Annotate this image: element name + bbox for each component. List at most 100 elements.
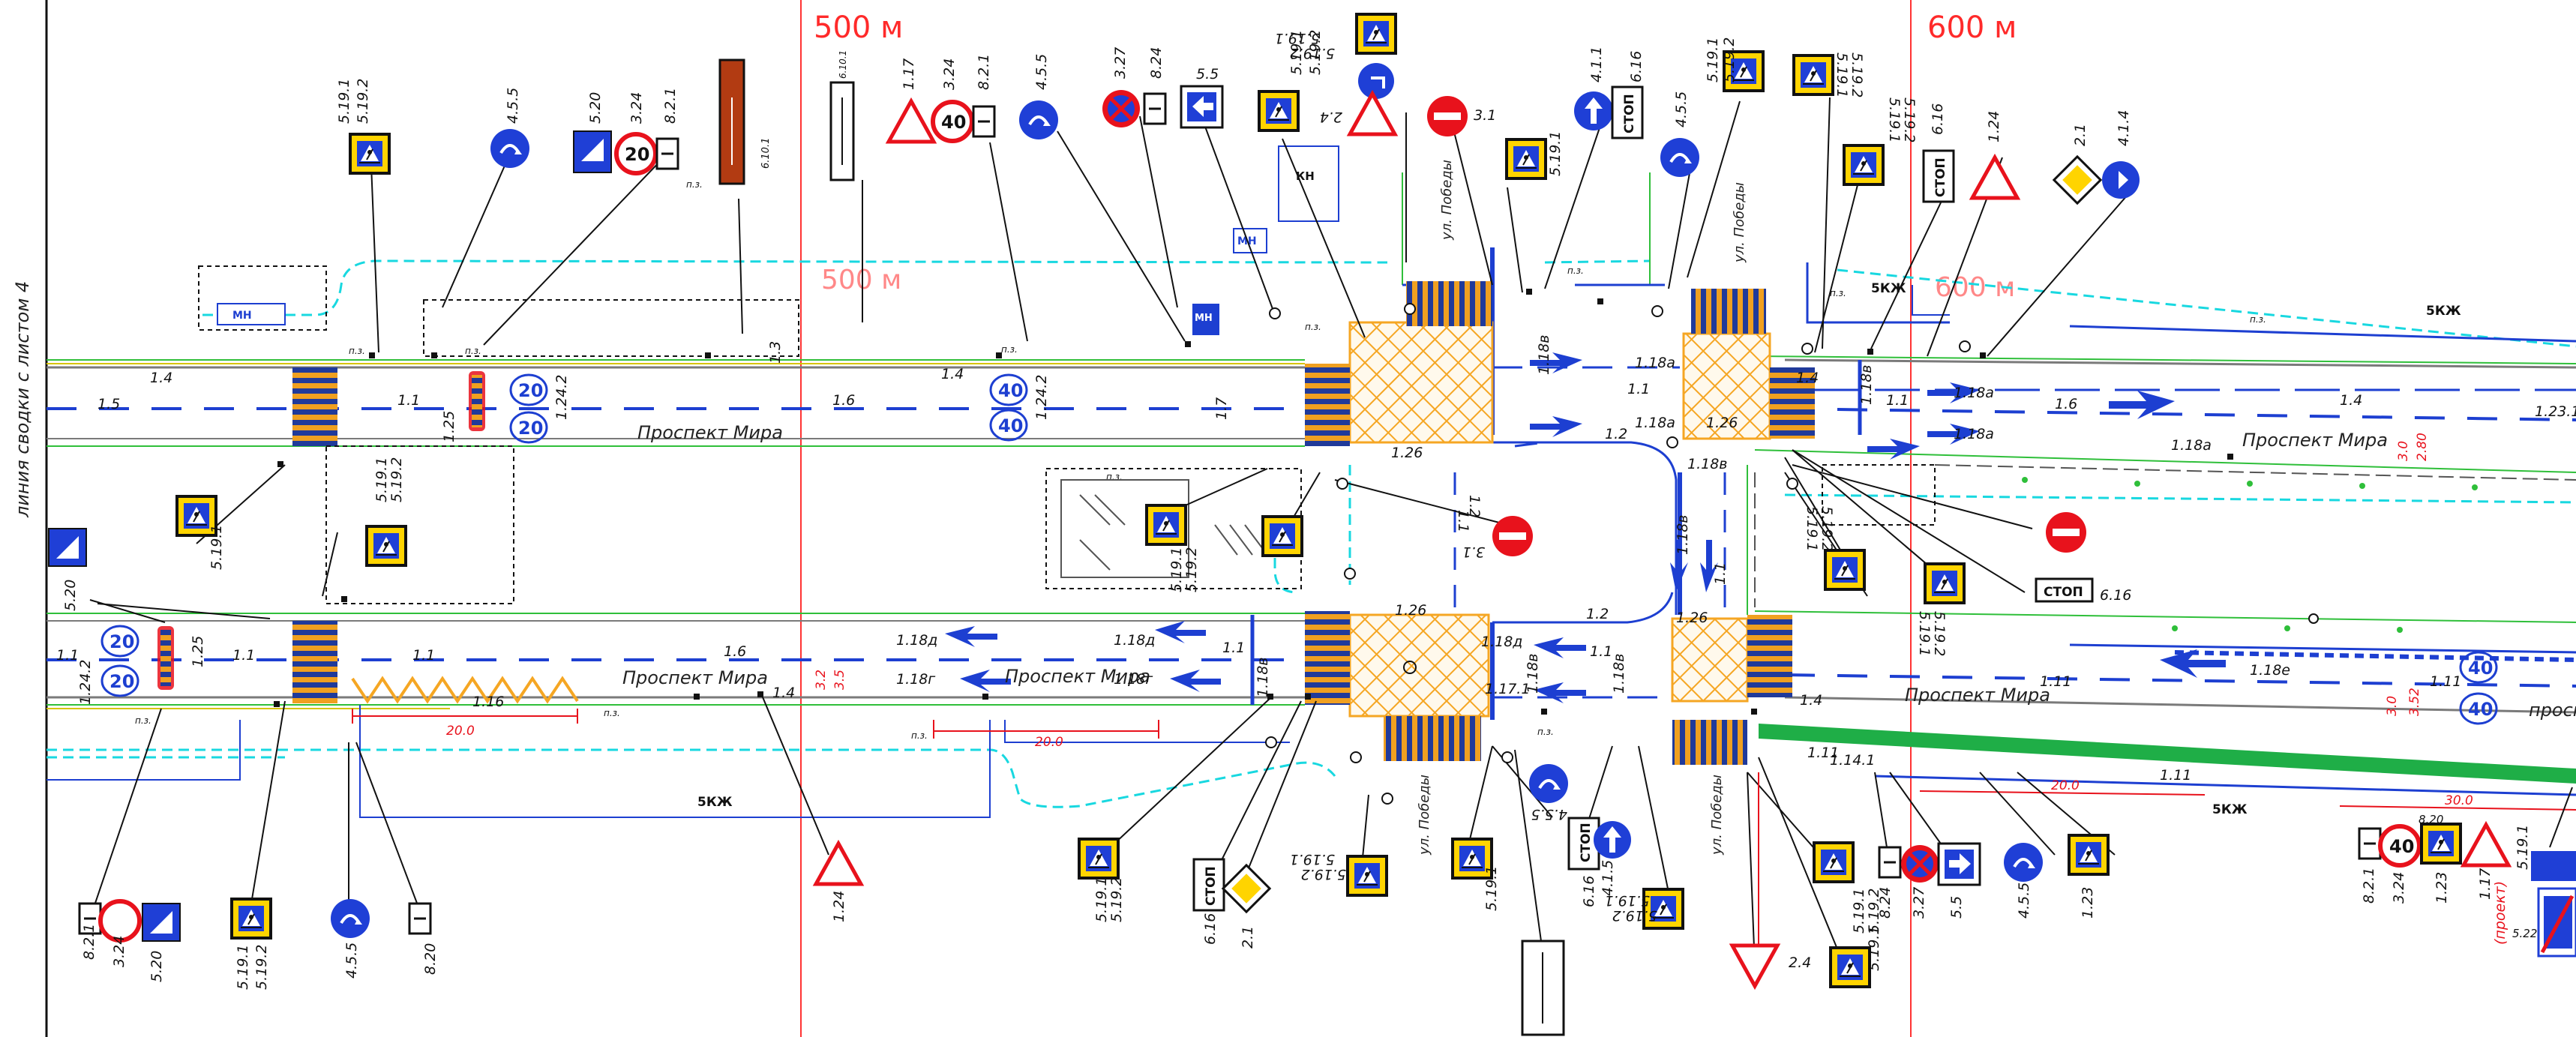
crosswalk-4 bbox=[1305, 611, 1350, 705]
mark-1-4-f: 1.4 bbox=[1800, 692, 1822, 709]
mark-1-4-a: 1.4 bbox=[150, 370, 172, 386]
ped-crossing-sign-10 bbox=[1144, 503, 1188, 547]
sign-code-5-19-2-n: 5.19.2 bbox=[1612, 907, 1657, 924]
box-junction-sw bbox=[1348, 613, 1490, 718]
ped-crossing-sign-2 bbox=[1257, 89, 1300, 133]
mark-1-14-1: 1.14.1 bbox=[1830, 752, 1875, 769]
mark-1-2-c: 1.2 bbox=[1586, 606, 1609, 622]
sign-code-5-19-1-c: 5.19.1 bbox=[1275, 30, 1320, 46]
crosswalk-10 bbox=[1672, 720, 1747, 765]
dim-20-b: 20.0 bbox=[1035, 735, 1063, 750]
svg-text:СТОП: СТОП bbox=[2044, 585, 2083, 600]
sign-code-5-19-2-m: 5.19.2 bbox=[1301, 866, 1346, 883]
crosswalk-5 bbox=[1406, 281, 1492, 326]
sign-code-4-5-5-d: 4.5.5 bbox=[343, 943, 360, 979]
pz-11: п.з. bbox=[1830, 288, 1846, 298]
sign-code-1-17: 1.17 bbox=[901, 58, 917, 90]
mark-1-1-i: 1.1 bbox=[1590, 643, 1612, 660]
mark-1-18d-c: 1.18д bbox=[1481, 634, 1522, 650]
pz-1: п.з. bbox=[349, 346, 365, 356]
mark-1-18a-d: 1.18а bbox=[1954, 426, 1994, 442]
sign-code-5-5-b: 5.5 bbox=[1948, 896, 1965, 919]
straight-sign-4-1-5 bbox=[1594, 821, 1631, 859]
no-stopping-sign-2 bbox=[1901, 845, 1939, 883]
sign-code-3-24-b: 3.24 bbox=[941, 58, 958, 90]
sign-code-5-19-2-d: 5.19.2 bbox=[1721, 37, 1738, 82]
svg-text:20: 20 bbox=[518, 418, 543, 439]
mark-1-23-1: 1.23.1 bbox=[2535, 403, 2576, 420]
sign-code-5-19-1-d: 5.19.1 bbox=[1547, 131, 1564, 176]
dim-2-80: 2.80 bbox=[2415, 433, 2430, 461]
mark-1-16: 1.18е bbox=[2250, 662, 2290, 679]
mark-1-18a-b: 1.18а bbox=[1635, 415, 1675, 431]
crosswalk-9 bbox=[1384, 716, 1481, 761]
speed-limit-20-value: 20 bbox=[625, 144, 649, 165]
mark-1-4-e: 1.4 bbox=[2340, 392, 2362, 409]
main-road-sign-2 bbox=[1222, 864, 1271, 913]
straight-sign-4-1-1 bbox=[1574, 91, 1613, 130]
dim-20-a: 20.0 bbox=[446, 724, 475, 739]
sign-code-5-19-2-o: 5.19.2 bbox=[1866, 889, 1882, 934]
street-label-7: ул. Победы bbox=[1439, 160, 1455, 241]
sign-code-5-19-2-i: 5.19.2 bbox=[1819, 506, 1835, 551]
plate-8-2-1-d bbox=[2358, 827, 2382, 860]
sign-code-8-2-1-b: 8.2.1 bbox=[976, 54, 992, 90]
plate-8-20 bbox=[408, 902, 432, 935]
mark-1-24-2-a: 1.24.2 bbox=[553, 375, 570, 420]
pz-7: п.з. bbox=[135, 715, 151, 726]
speed-marking-40-a: 40 bbox=[989, 373, 1028, 406]
mark-1-1-g: 1.1 bbox=[1455, 510, 1471, 532]
sign-code-5-19-1-l: 5.19.1 bbox=[1916, 611, 1933, 656]
mark-1-6-c: 1.6 bbox=[2055, 396, 2077, 412]
crosswalk-2 bbox=[292, 621, 337, 703]
label-5kzh-2: 5КЖ bbox=[1871, 281, 1906, 296]
kn-box: КН bbox=[1278, 145, 1339, 222]
sign-code-2-4-b: 2.4 bbox=[1789, 955, 1811, 971]
sign-code-5-19-2-c: 5.19.2 bbox=[1290, 45, 1335, 61]
sign-code-5-21: 5.19.1 bbox=[2515, 825, 2531, 870]
mark-1-1-c: 1.1 bbox=[232, 647, 255, 664]
label-5kzh-4: 5КЖ bbox=[2212, 802, 2248, 817]
warning-sign-1-17-b bbox=[2464, 825, 2509, 865]
svg-text:МН: МН bbox=[1195, 313, 1213, 324]
sign-code-4-5-5-a: 4.5.5 bbox=[505, 88, 521, 124]
crosswalk-sign-5-20-c bbox=[142, 903, 181, 942]
sign-code-5-19-2-g: 5.19.2 bbox=[388, 457, 405, 502]
pz-13: п.з. bbox=[2250, 314, 2266, 325]
speed-marking-20-b: 20 bbox=[509, 411, 548, 444]
mark-1-11-a: 1.11 bbox=[2040, 673, 2071, 690]
sign-code-5-19-1-b: 5.19.1 bbox=[1288, 30, 1305, 75]
street-label-1: Проспект Мира bbox=[637, 422, 783, 443]
dim-3-a: 3.0 bbox=[2396, 441, 2411, 461]
stop-sign-3: СТОП bbox=[2035, 577, 2094, 603]
direction-sign-6 bbox=[1528, 763, 1570, 805]
sign-code-8-2-1-a: 8.2.1 bbox=[662, 88, 679, 124]
sign-code-5-19-2-h: 5.19.2 bbox=[1183, 547, 1200, 592]
mark-1-26-d: 1.26 bbox=[1676, 610, 1708, 626]
mark-1-26-c: 1.26 bbox=[1706, 415, 1738, 431]
sign-code-5-19-2-e: 5.19.2 bbox=[1849, 52, 1865, 97]
mark-1-11-b: 1.11 bbox=[2430, 673, 2461, 690]
ped-crossing-sign-11 bbox=[1261, 514, 1304, 558]
sign-code-2-4-a: 2.4 bbox=[1320, 109, 1342, 125]
street-label-5: Проспект Мира bbox=[1905, 685, 2050, 706]
stop-text-3: СТОП bbox=[1204, 866, 1219, 906]
mark-1-17-1: 1.16 bbox=[472, 694, 504, 710]
sign-code-1-24-a: 1.24 bbox=[1986, 111, 2002, 142]
svg-text:20: 20 bbox=[109, 671, 134, 692]
give-way-sign-2-4-b bbox=[1732, 946, 1777, 986]
crosswalk-7 bbox=[1770, 367, 1815, 439]
crosswalk-1 bbox=[292, 367, 337, 446]
sign-code-4-1-5: 4.1.5 bbox=[1600, 860, 1616, 896]
sign-code-8-2-1-c: 8.2.1 bbox=[81, 924, 97, 960]
speed-marking-40-d: 40 bbox=[2459, 692, 2498, 725]
sign-code-8-20-b: 8.20 bbox=[2419, 813, 2443, 826]
ped-crossing-sign-1 bbox=[348, 132, 391, 175]
mark-1-1-d: 1.1 bbox=[412, 647, 435, 664]
give-way-sign-2-4-a bbox=[1350, 94, 1395, 134]
sign-code-5-19-1-n: 5.19.1 bbox=[1093, 877, 1110, 922]
plate-8-2-1-b bbox=[972, 105, 996, 138]
one-way-sign-2 bbox=[1937, 842, 1981, 886]
sign-code-5-19-1-k: 5.19.1 bbox=[1804, 506, 1820, 551]
